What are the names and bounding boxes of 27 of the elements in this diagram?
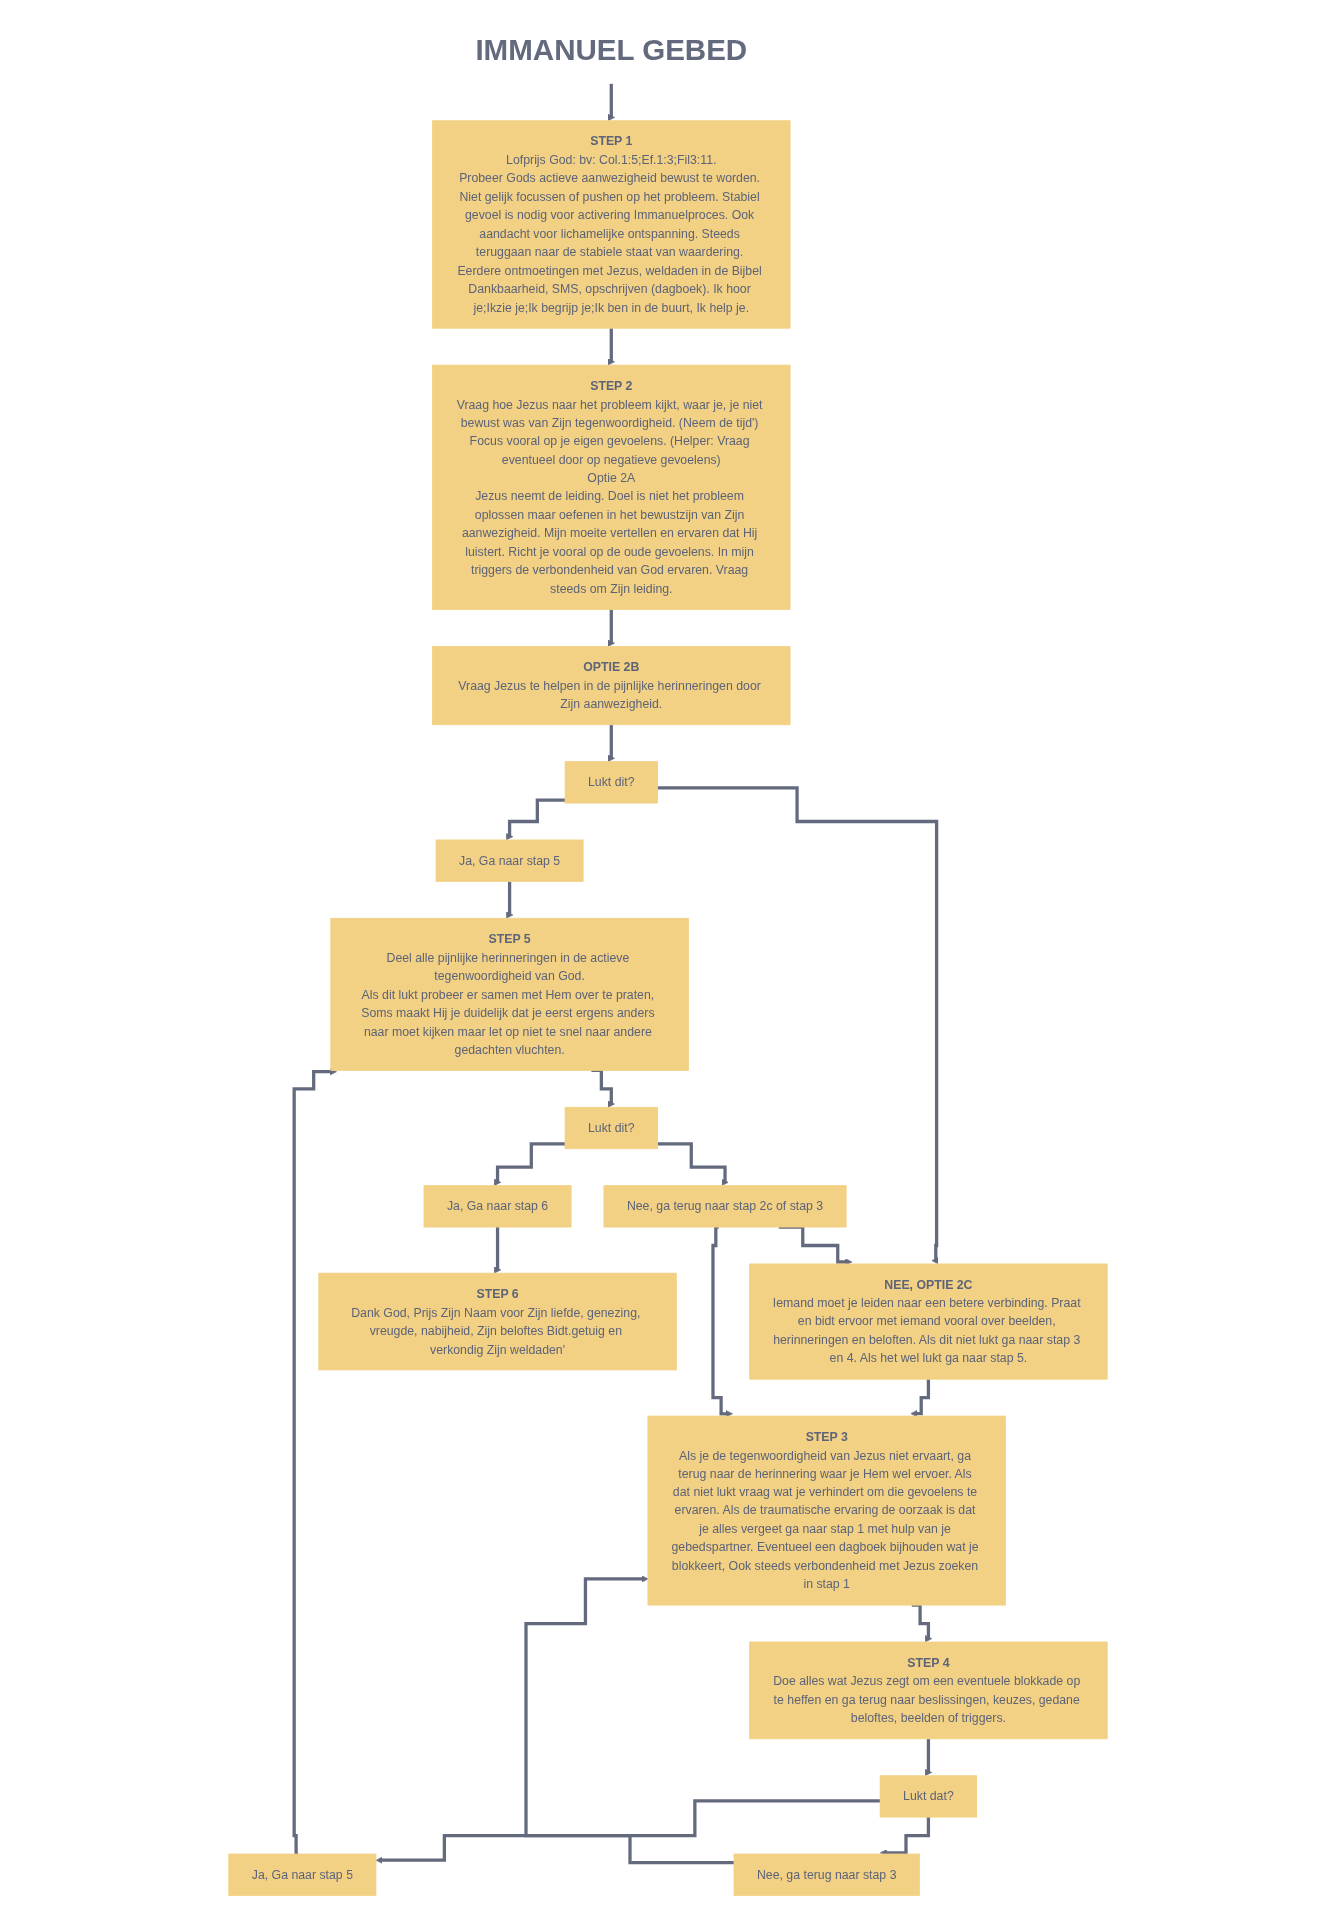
arrow: [657, 786, 939, 1265]
node-text: IMMANUEL GEBED: [475, 32, 748, 67]
arrow: [524, 1575, 734, 1865]
node-box: STEP 2 Vraag hoe Jezus naar het probleem kijkt, waar je, je niet bewust was van Zijn tegenwoordigheid. (Neem de tijd') Focus vooral op je eigen gevoelens. (Helper: Vraag eventueel door op negatieve gevoelens) Optie 2A Jezus neemt de leiding. Doel is niet het probleem oplossen maar oefenen in het bewustzijn van Zijn aanwezigheid. Mijn moeite vertellen en ervaren dat Hij luistert. Richt je vooral op de oude gevoelens. In mijn triggers de verbondenheid van God ervaren. Vraag steeds om Zijn leiding.: [432, 364, 791, 610]
node-box: STEP 3 Als je de tegenwoordigheid van Jezus niet ervaart, ga terug naar de herinnering waar je Hem wel ervoer. Als dat niet lukt vraag wat je verhindert om die gevoelens te ervaren. Als de traumatische ervaring de oorzaak is dat je alles vergeet ga naar stap 1 met hulp van je gebedspartner. Eventueel een dagboek bijhouden wat je blokkeert, Ook steeds verbondenheid met Jezus zoeken in stap 1: [647, 1415, 1006, 1606]
node-box: Nee, ga terug naar stap 2c of stap 3: [603, 1185, 847, 1228]
arrow: [375, 1799, 881, 1864]
node-box: STEP 6 Dank God, Prijs Zijn Naam voor Zijn liefde, genezing, vreugde, nabijheid, Zijn beloftes Bidt.getuig en verkondig Zijn weldaden': [318, 1272, 677, 1371]
node-box: STEP 4 Doe alles wat Jezus zegt om een eventuele blokkade op te heffen en ga terug naar beslissingen, keuzes, gedane beloftes, beelden of triggers.: [749, 1641, 1108, 1740]
node-box: Lukt dit?: [564, 1106, 658, 1150]
arrow: [493, 1142, 566, 1186]
arrow: [607, 82, 615, 122]
arrow: [607, 723, 615, 762]
arrow: [506, 798, 566, 841]
node-box: OPTIE 2B Vraag Jezus te helpen in de pijnlijke herinneringen door Zijn aanwezigheid.: [432, 646, 791, 726]
node-box: Lukt dat?: [879, 1775, 978, 1818]
node-box: Lukt dit?: [564, 761, 658, 804]
arrow: [924, 1737, 932, 1777]
arrow: [657, 1142, 729, 1186]
node-box: Ja, Ga naar stap 5: [435, 839, 584, 882]
arrow: [292, 1068, 337, 1856]
node-box: STEP 1 Lofprijs God: bv: Col.1:5;Ef.1:3;Fil3:11. Probeer Gods actieve aanwezigheid bewust te worden. Niet gelijk focussen of pushen op het probleem. Stabiel gevoel is nodig voor activering Immanuelproces. Ook aandacht voor lichamelijke ontspanning. Steeds teruggaan naar de stabiele staat van waardering. Eerdere ontmoetingen met Jezus, weldaden in de Bijbel Dankbaarheid, SMS, opschrijven (dagboek). Ik hoor je;Ikzie je;Ik begrijp je;Ik ben in de buurt, Ik help je.: [432, 120, 791, 329]
node-box: Ja, Ga naar stap 6: [423, 1185, 572, 1228]
node-box: Nee, ga terug naar stap 3: [733, 1853, 920, 1896]
node-box: Ja, Ga naar stap 5: [228, 1853, 377, 1896]
node-box: NEE, OPTIE 2C Iemand moet je leiden naar een betere verbinding. Praat en bidt ervoor met iemand vooral over beelden, herinneringen en beloften. Als dit niet lukt ga naar stap 3 en 4. Als het wel lukt ga naar stap 5.: [749, 1263, 1108, 1380]
node-box: STEP 5 Deel alle pijnlijke herinneringen in de actieve tegenwoordigheid van God. Als dit lukt probeer er samen met Hem over te praten, Soms maakt Hij je duidelijk dat je eerst ergens anders naar moet kijken maar let op niet te snel naar andere gedachten vluchten.: [330, 917, 689, 1071]
